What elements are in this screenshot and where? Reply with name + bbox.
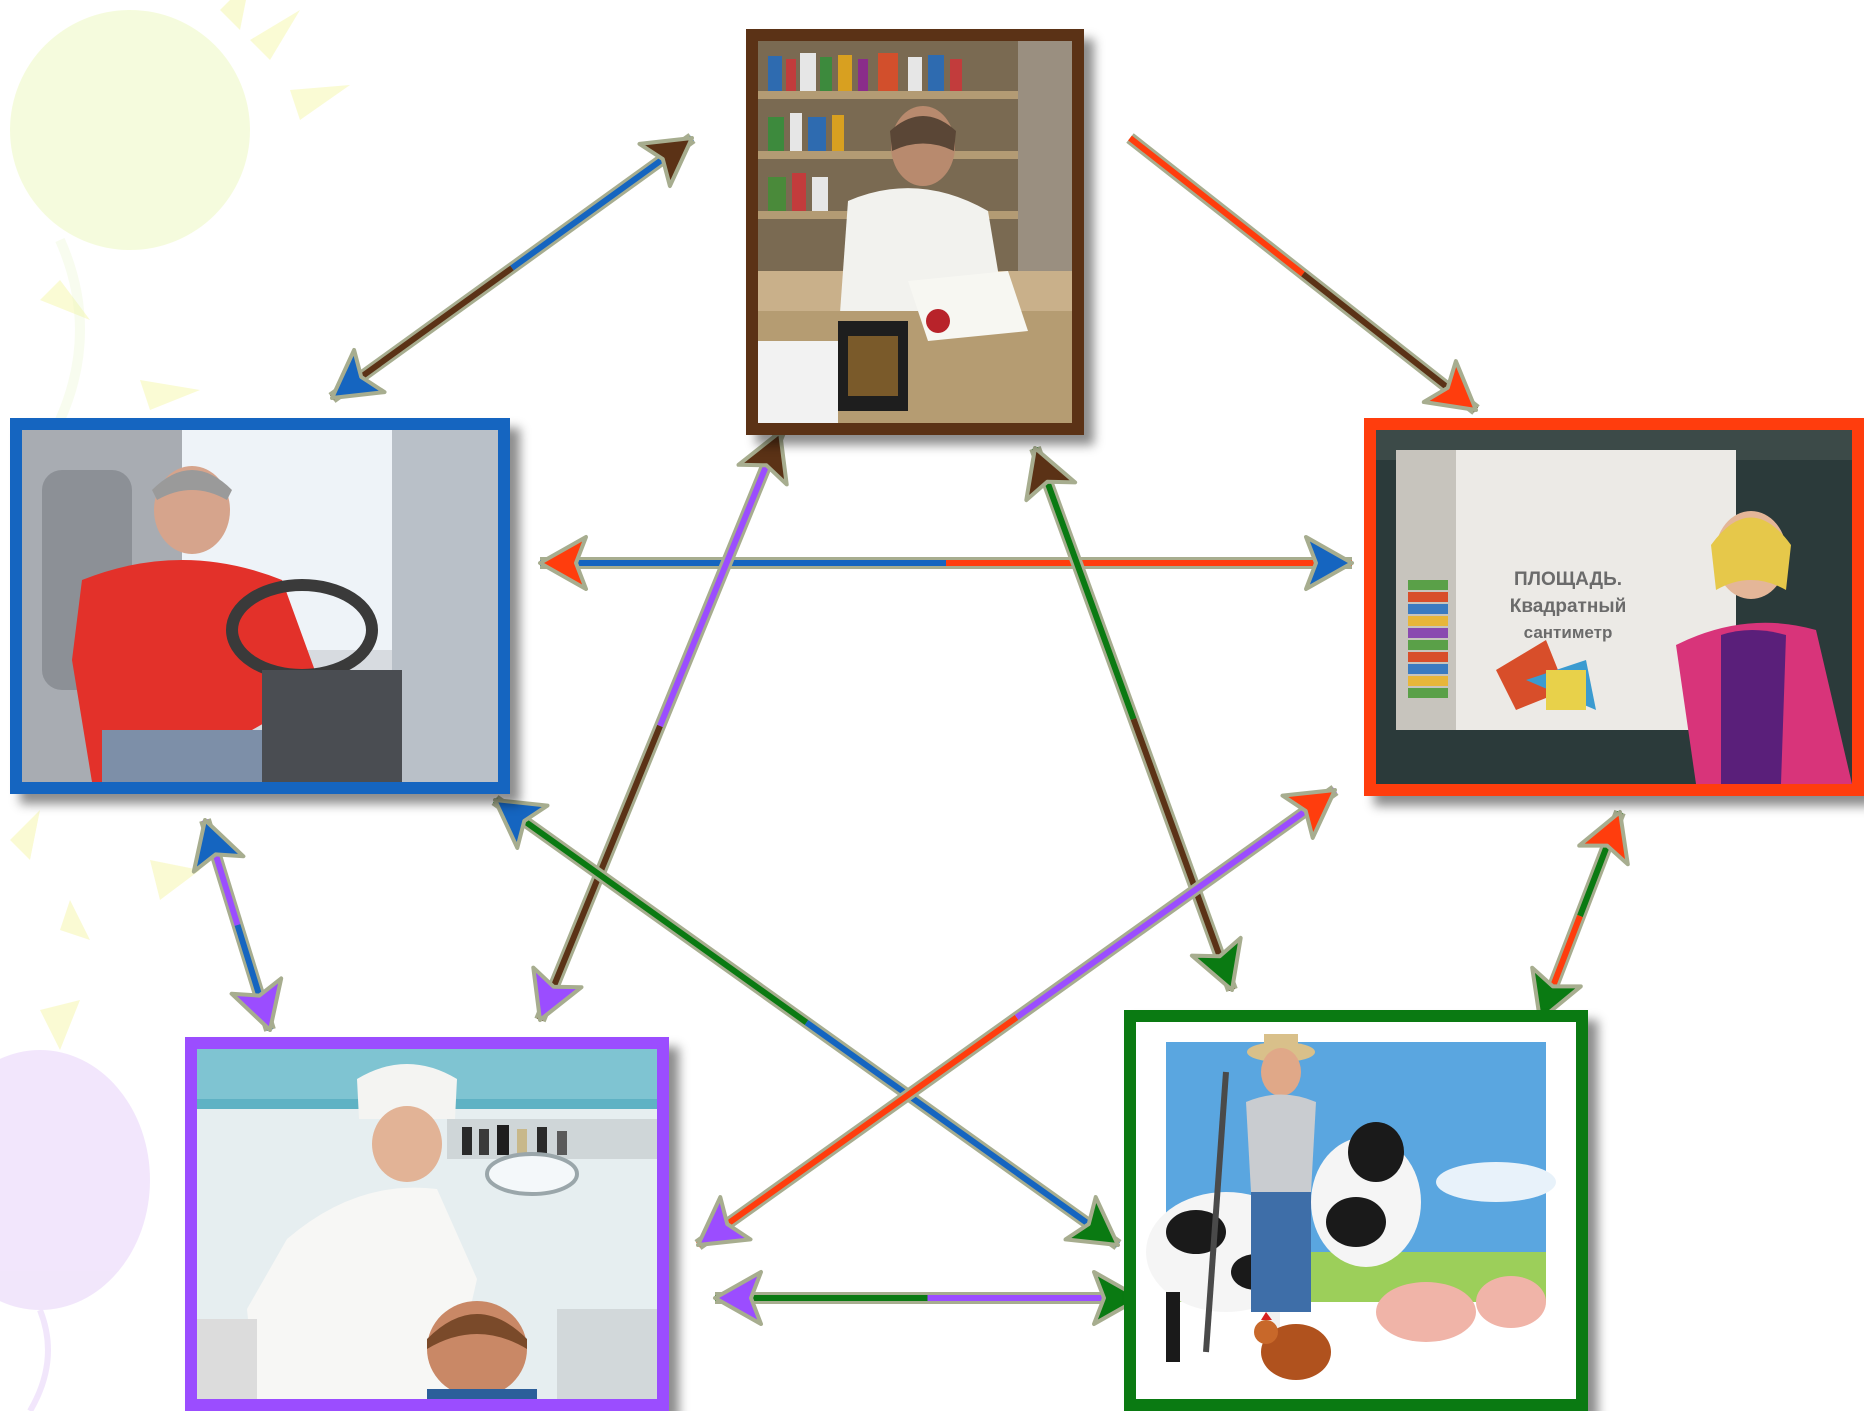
photo-driver <box>10 418 510 794</box>
teacher-person-icon <box>1676 511 1852 784</box>
doctor-photo-image <box>197 1049 657 1399</box>
farmer-photo-image <box>1136 1022 1576 1399</box>
arrow-driver-doctor <box>191 818 284 1032</box>
arrow-writer-driver <box>328 133 696 403</box>
surgical-lamp-icon <box>485 1152 579 1196</box>
geometry-shapes-icon <box>1496 640 1596 710</box>
arrow-driver-teacher <box>538 535 1354 591</box>
teacher-photo-image: ПЛОЩАДЬ. Квадратный сантиметр <box>1376 430 1852 784</box>
bottles-icon <box>462 1125 567 1155</box>
slide-subtitle-2: сантиметр <box>1524 623 1613 642</box>
arrow-writer-teacher <box>1126 133 1480 415</box>
photo-writer <box>746 29 1084 435</box>
doctor-person-icon <box>247 1064 477 1399</box>
driver-photo-image <box>22 430 498 782</box>
farmer-person-icon <box>1203 1034 1316 1353</box>
driver-person-icon <box>72 466 322 782</box>
photo-farmer <box>1124 1010 1588 1411</box>
writer-person-icon <box>838 106 1008 341</box>
slide-title: ПЛОЩАДЬ. <box>1514 569 1622 590</box>
cow-icon <box>1311 1122 1421 1267</box>
arrow-driver-farmer <box>491 795 1122 1250</box>
arrow-doctor-farmer <box>713 1270 1142 1326</box>
photo-teacher: ПЛОЩАДЬ. Квадратный сантиметр <box>1364 418 1864 796</box>
balloon-icon <box>55 237 85 423</box>
slide-subtitle-1: Квадратный <box>1510 596 1627 617</box>
arrow-teacher-doctor <box>694 785 1339 1250</box>
arrow-writer-doctor <box>531 429 789 1023</box>
arrow-writer-farmer <box>1024 445 1243 993</box>
sun-rays-icon <box>10 810 200 1050</box>
writer-photo-image <box>758 41 1072 423</box>
photo-doctor <box>185 1037 669 1411</box>
arrow-teacher-farmer <box>1530 809 1630 1023</box>
chicken-icon <box>1254 1312 1331 1380</box>
sun-icon <box>10 0 350 410</box>
book-stack-icon <box>1408 580 1448 698</box>
pig-icon <box>1376 1276 1546 1342</box>
balloon-icon <box>0 1050 150 1411</box>
patient-icon <box>427 1301 537 1399</box>
